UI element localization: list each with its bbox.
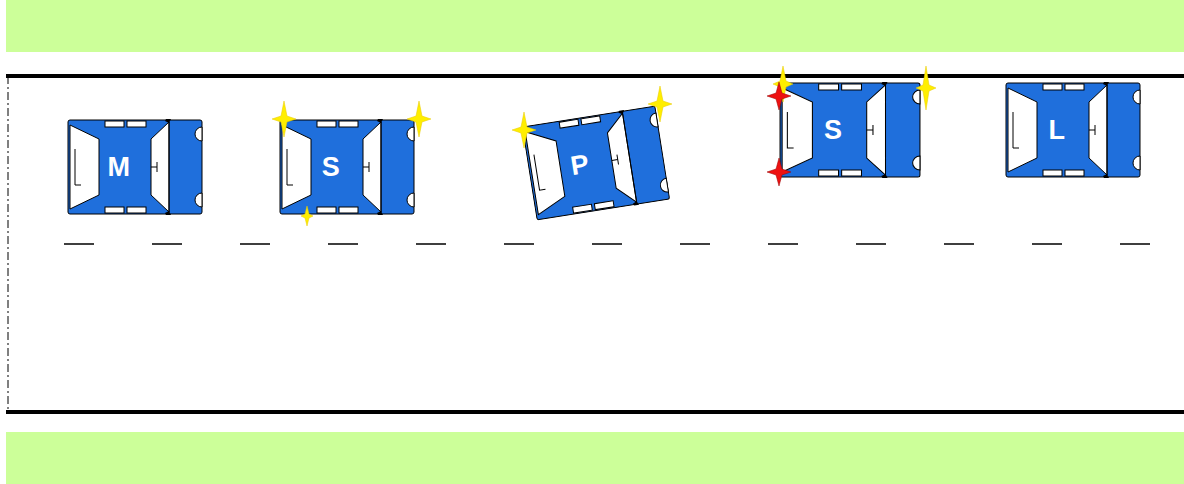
car-node: S [779, 82, 921, 178]
car-body [1005, 82, 1141, 178]
car-node: P [521, 105, 670, 221]
impact-star [512, 112, 536, 148]
car-body [521, 105, 670, 221]
impact-star [916, 66, 936, 110]
car-node: S [279, 119, 415, 215]
impact-star-red [767, 82, 791, 110]
car-node: L [1005, 82, 1141, 178]
car-node: M [67, 119, 203, 215]
road-end-line [8, 76, 9, 412]
grass-band [6, 0, 1184, 52]
impact-star [407, 101, 431, 137]
car-body [67, 119, 203, 215]
road-edge [6, 74, 1184, 78]
car-body [779, 82, 921, 178]
impact-star [301, 206, 313, 226]
lane-divider [64, 243, 1184, 245]
car-body [279, 119, 415, 215]
car-label: S [322, 154, 340, 181]
impact-star [272, 101, 296, 137]
impact-star-red [767, 158, 791, 186]
car-label: M [107, 154, 130, 181]
car-label: L [1048, 117, 1065, 144]
road-edge [6, 410, 1184, 414]
car-label: S [824, 117, 842, 144]
impact-star [648, 86, 672, 122]
grass-band [6, 432, 1184, 484]
